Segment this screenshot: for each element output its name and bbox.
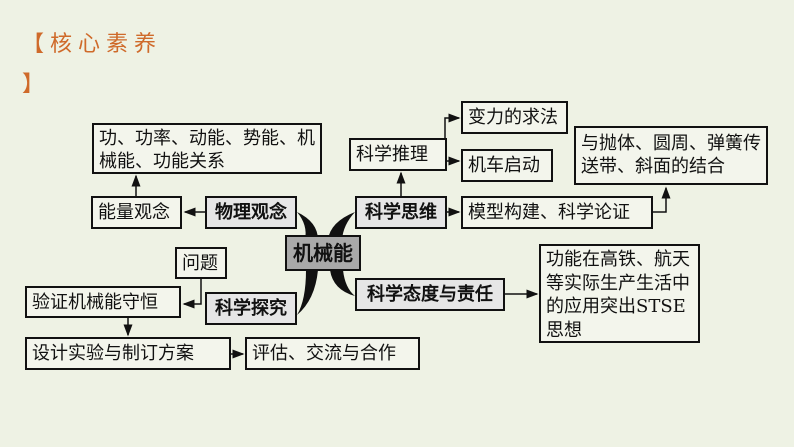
evaluate-box: 评估、交流与合作 — [245, 337, 420, 370]
scientific-inquiry-node: 科学探究 — [205, 292, 297, 325]
reasoning-box: 科学推理 — [349, 138, 447, 171]
design-box: 设计实验与制订方案 — [25, 337, 231, 370]
branch-curves — [297, 212, 355, 315]
physics-concept-node: 物理观念 — [205, 196, 297, 229]
center-node: 机械能 — [285, 235, 361, 271]
section-title-bracket: 】 — [22, 72, 51, 97]
combination-box: 与抛体、圆周、弹簧传送带、斜面的结合 — [574, 126, 768, 185]
vehicle-start-box: 机车启动 — [461, 149, 553, 182]
verify-box: 验证机械能守恒 — [25, 286, 181, 318]
attitude-content-box: 功能在高铁、航天等实际生产生活中的应用突出STSE思想 — [539, 244, 700, 343]
attitude-node: 科学态度与责任 — [355, 278, 505, 311]
variable-force-box: 变力的求法 — [461, 101, 568, 134]
modeling-box: 模型构建、科学论证 — [461, 196, 653, 229]
section-title: 【核心素养 — [22, 32, 163, 57]
scientific-thinking-node: 科学思维 — [355, 196, 447, 229]
question-box: 问题 — [175, 247, 227, 279]
energy-concept-box: 能量观念 — [91, 196, 182, 229]
physics-content-box: 功、功率、动能、势能、机械能、功能关系 — [92, 123, 322, 174]
